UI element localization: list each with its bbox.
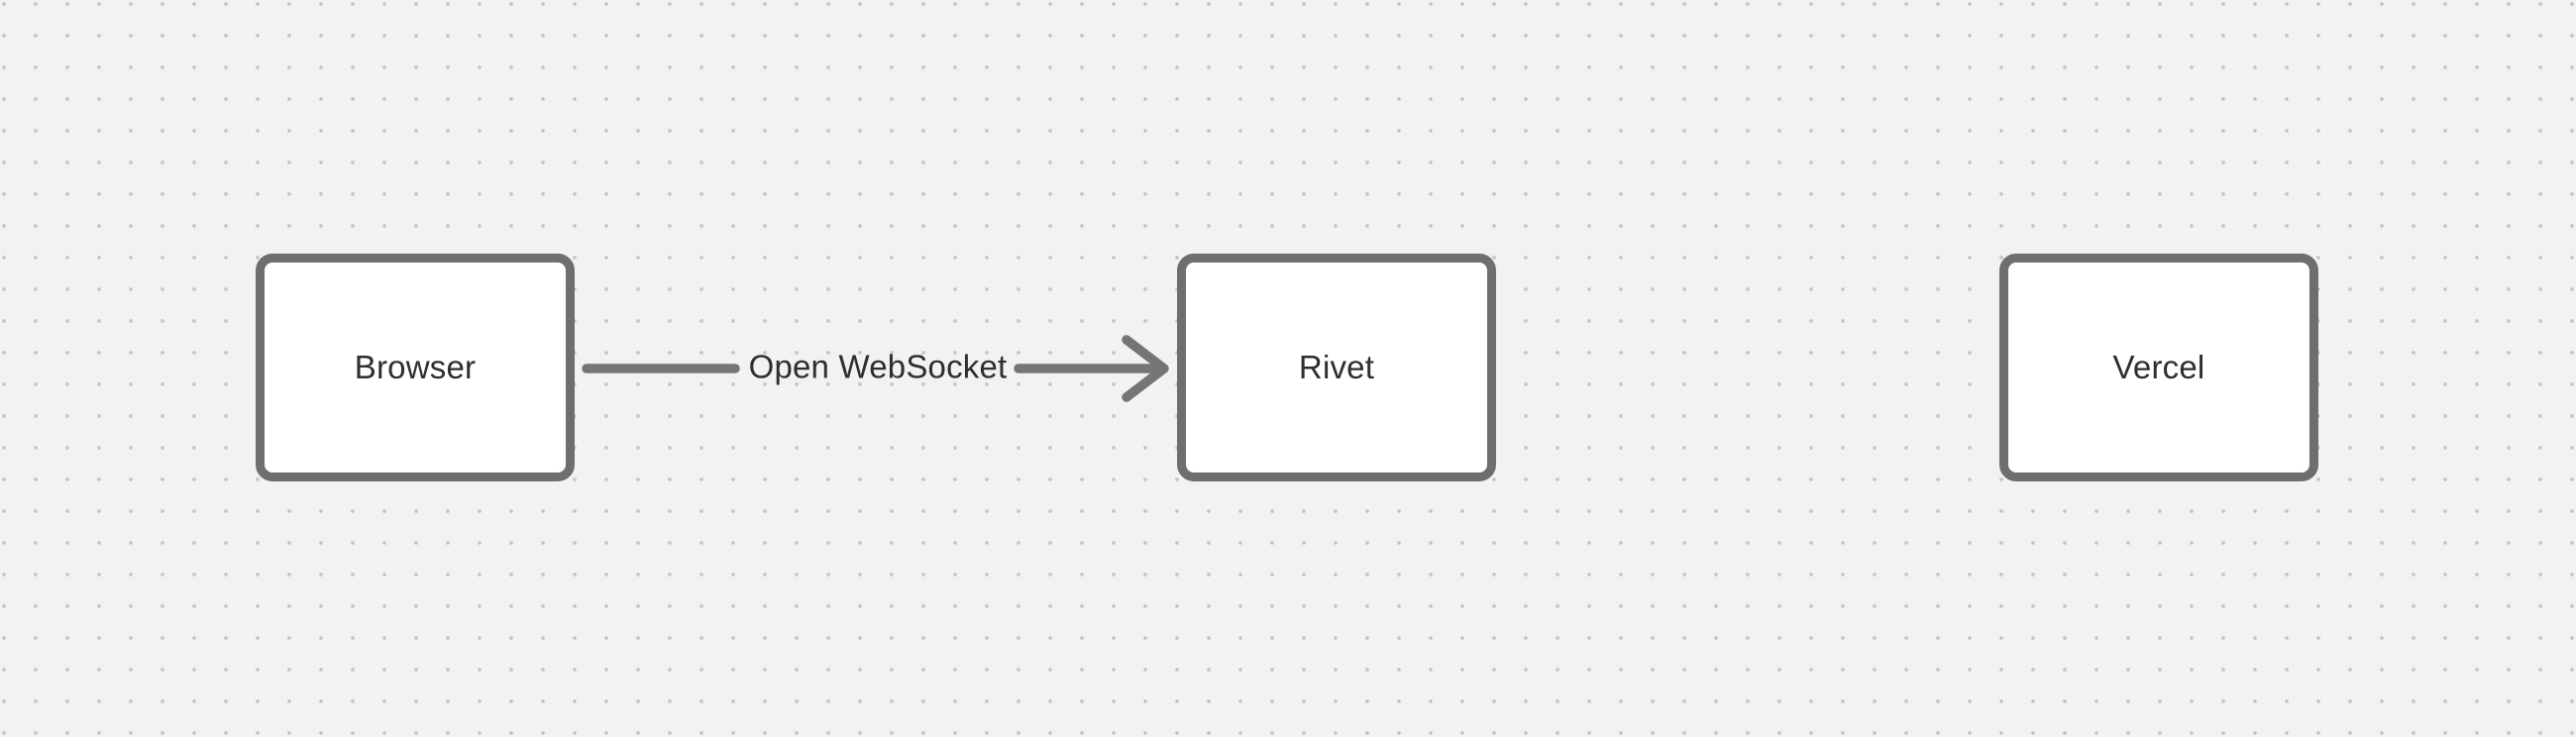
node-browser[interactable]: Browser <box>256 254 575 481</box>
edge-label-open-websocket: Open WebSocket <box>748 348 1008 385</box>
arrowhead-right-icon <box>1122 335 1169 402</box>
node-rivet-label: Rivet <box>1298 349 1375 385</box>
node-browser-label: Browser <box>354 349 477 385</box>
node-vercel-label: Vercel <box>2112 349 2205 385</box>
node-vercel[interactable]: Vercel <box>1999 254 2318 481</box>
node-rivet[interactable]: Rivet <box>1177 254 1496 481</box>
